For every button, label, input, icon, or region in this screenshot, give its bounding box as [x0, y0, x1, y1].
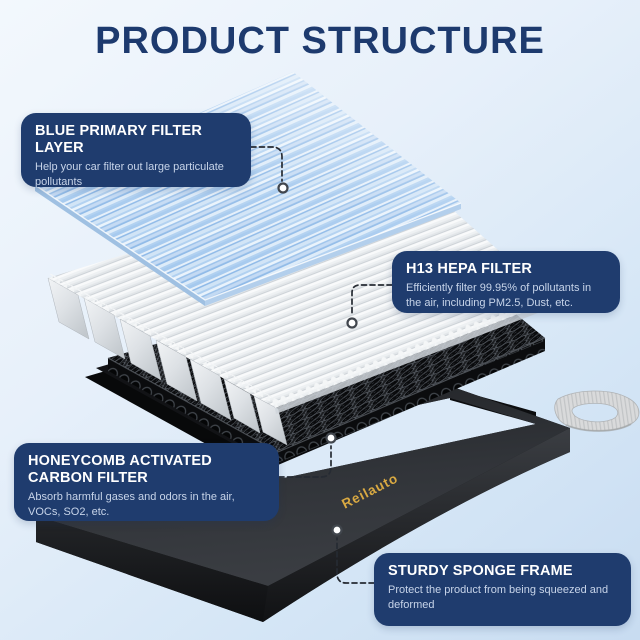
layer-blue-primary-filter: [34, 72, 462, 306]
carbon-front-left-face: [108, 358, 278, 465]
connector-dot-carbon: [325, 432, 337, 444]
callout-blue-primary-title: BLUE PRIMARY FILTER LAYER: [35, 123, 203, 157]
callout-hepa-filter: H13 HEPA FILTER Efficiently filter 99.95…: [392, 251, 620, 313]
connector-line-sponge: [336, 537, 375, 584]
frame-top-face: [36, 386, 570, 586]
callout-carbon-title: HONEYCOMB ACTIVATED CARBON FILTER: [28, 453, 212, 487]
connector-line-carbon: [278, 445, 332, 478]
callout-hepa-title: H13 HEPA FILTER: [406, 261, 532, 277]
callout-sponge-frame: STURDY SPONGE FRAME Protect the product …: [374, 553, 631, 626]
callout-carbon-filter: HONEYCOMB ACTIVATED CARBON FILTER Absorb…: [14, 443, 279, 521]
carbon-front-right-face: [278, 338, 545, 465]
callout-hepa-body: Efficiently filter 99.95% of pollutants …: [406, 282, 592, 309]
layer-hepa-filter: [47, 168, 556, 446]
hepa-pleat-wedges: [47, 277, 288, 446]
hepa-sawtooth-edge: [272, 292, 555, 408]
frame-front-right-face: [263, 428, 570, 622]
callout-carbon-body: Absorb harmful gases and odors in the ai…: [28, 491, 235, 518]
connector-dot-blue-primary: [277, 182, 289, 194]
callout-blue-primary-filter: BLUE PRIMARY FILTER LAYER Help your car …: [21, 113, 251, 188]
frame-front-left-face: [36, 516, 268, 622]
connector-line-blue-primary: [250, 146, 283, 182]
frame-pull-tab: [554, 390, 640, 432]
connector-dot-hepa: [346, 317, 358, 329]
connector-line-hepa: [351, 284, 393, 317]
callout-sponge-body: Protect the product from being squeezed …: [388, 584, 609, 611]
page-title: PRODUCT STRUCTURE: [95, 20, 545, 62]
connector-dot-sponge: [331, 524, 343, 536]
callout-sponge-title: STURDY SPONGE FRAME: [388, 563, 573, 579]
callout-blue-primary-body: Help your car filter out large particula…: [35, 161, 224, 188]
